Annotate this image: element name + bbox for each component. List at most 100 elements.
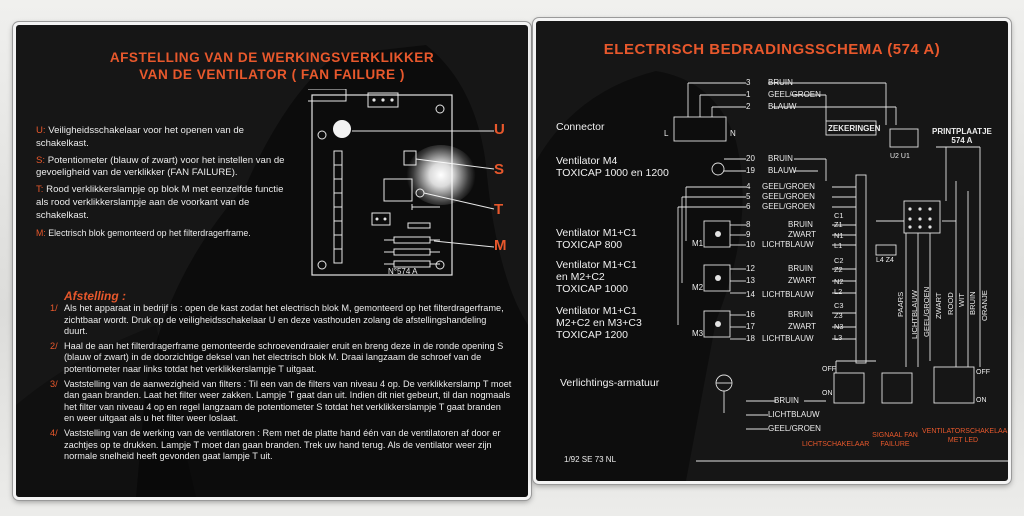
- motor-m3-label: M3: [692, 329, 704, 338]
- terminal-label: L3: [834, 333, 843, 342]
- flash-glare: [406, 145, 476, 205]
- switch-off-label: OFF: [822, 366, 836, 373]
- legend-item-t: T: Rood verklikkerslampje op blok M met …: [36, 184, 292, 222]
- legend-key: T:: [36, 184, 44, 196]
- lamp-wire-label: GEEL/GROEN: [768, 424, 821, 433]
- group-m1: Ventilator M1+C1 TOXICAP 800: [556, 227, 637, 251]
- lamp-wire-label: LICHTBLAUW: [768, 410, 820, 419]
- legend-text: Veiligheidsschakelaar voor het openen va…: [36, 125, 245, 149]
- legend-text: Electrisch blok gemonteerd op het filter…: [48, 227, 251, 238]
- step-number: 1/: [50, 303, 58, 313]
- connector-block: [673, 116, 727, 142]
- terminal-label: N2: [834, 277, 844, 286]
- wire-color: LICHTBLAUW: [762, 290, 814, 299]
- callout-m: M: [494, 237, 507, 254]
- wire-color: GEEL/GROEN: [762, 192, 815, 201]
- pcb-label-line1: PRINTPLAATJE: [932, 127, 992, 136]
- group-m2: Ventilator M1+C1 en M2+C2 TOXICAP 1000: [556, 259, 637, 295]
- wire-num: 8: [746, 220, 751, 229]
- fan-m2-symbol: [703, 264, 731, 292]
- group-name: Ventilator M1+C1: [556, 227, 637, 239]
- pcb-connector: [889, 128, 919, 148]
- u2u1-label: U2 U1: [890, 153, 910, 160]
- terminal-label: N3: [834, 322, 844, 331]
- wire-num: 9: [746, 230, 751, 239]
- wire-num: 10: [746, 240, 755, 249]
- wire-num: 20: [746, 154, 755, 163]
- group-sub2: TOXICAP 1200: [556, 329, 628, 341]
- wire-num: 14: [746, 290, 755, 299]
- legend-item-u: U: Veiligheidsschakelaar voor het openen…: [36, 125, 292, 151]
- wire-color: BRUIN: [788, 264, 813, 273]
- group-sub: TOXICAP 1000 en 1200: [556, 167, 669, 179]
- terminal-label: Z1: [834, 220, 843, 229]
- fan-failure-signal-label: SIGNAAL FAN FAILURE: [872, 432, 918, 448]
- footer-code: 1/92 SE 73 NL: [564, 455, 617, 464]
- wire-num: 2: [746, 102, 751, 111]
- fan-switch-symbol: [933, 366, 975, 404]
- group-sub: en M2+C2: [556, 271, 605, 283]
- wire-num: 6: [746, 202, 751, 211]
- terminal-label: C2: [834, 256, 844, 265]
- legend-list: U: Veiligheidsschakelaar voor het openen…: [36, 125, 292, 239]
- callout-u: U: [494, 121, 505, 138]
- wire-color: GEEL/GROEN: [762, 202, 815, 211]
- step-text: Haal de aan het filterdragerframe gemont…: [64, 340, 504, 374]
- terminal-label: L2: [834, 287, 843, 296]
- light-switch-symbol: [833, 372, 865, 404]
- wire-color: BRUIN: [788, 220, 813, 229]
- wire-num: 12: [746, 264, 755, 273]
- group-name: Ventilator M1+C1: [556, 305, 637, 317]
- wire-color: LICHTBLAUW: [762, 240, 814, 249]
- step-3: 3/Vaststelling van de aanwezigheid van f…: [50, 379, 512, 425]
- wire-num: 19: [746, 166, 755, 175]
- wire-color: ZWART: [788, 276, 816, 285]
- wire-color: ZWART: [788, 230, 816, 239]
- wire-color: BRUIN: [768, 154, 793, 163]
- step-1: 1/Als het apparaat in bedrijf is : open …: [50, 303, 512, 338]
- terminal-label: Z2: [834, 265, 843, 274]
- step-number: 2/: [50, 340, 58, 351]
- motor-m1-label: M1: [692, 239, 704, 248]
- step-number: 4/: [50, 427, 58, 438]
- callout-s: S: [494, 161, 505, 178]
- wire-num: 18: [746, 334, 755, 343]
- fan-m1-symbol: [703, 220, 731, 248]
- group-sub: TOXICAP 800: [556, 239, 623, 251]
- wire-color: BRUIN: [768, 78, 793, 87]
- vertical-wire-label: ORANJE: [980, 290, 989, 321]
- procedure-heading: Afstelling :: [64, 289, 126, 303]
- lamp-wire-label: BRUIN: [774, 396, 799, 405]
- pcb-label-line2: 574 A: [951, 136, 973, 145]
- safety-switch-u: [333, 120, 351, 138]
- group-sub2: TOXICAP 1000: [556, 283, 628, 295]
- pcb-block: [903, 200, 941, 234]
- step-4: 4/Vaststelling van de werking van de ven…: [50, 428, 512, 463]
- wiring-diagram-plate: ELECTRISCH BEDRADINGSSCHEMA (574 A) Conn…: [533, 18, 1011, 484]
- left-title: AFSTELLING VAN DE WERKINGSVERKLIKKER VAN…: [16, 49, 528, 83]
- callout-line-m: [433, 240, 495, 248]
- fan-switch-off-label: OFF: [976, 369, 990, 376]
- fan-switch-led-label: VENTILATORSCHAKELAAR MET LED: [922, 428, 1011, 444]
- resistor-array: [384, 222, 440, 268]
- vertical-wire-label: PAARS: [896, 291, 905, 317]
- wire-color: LICHTBLAUW: [762, 334, 814, 343]
- wire-color: GEEL/GROEN: [768, 90, 821, 99]
- legend-key: M:: [36, 227, 46, 238]
- step-text: Vaststelling van de werking van de venti…: [64, 427, 501, 462]
- legend-item-s: S: Potentiometer (blauw of zwart) voor h…: [36, 155, 292, 181]
- group-sub: M2+C2 en M3+C3: [556, 317, 642, 329]
- board-label: N°574 A: [388, 267, 418, 276]
- legend-text: Potentiometer (blauw of zwart) voor het …: [36, 154, 285, 179]
- fan-failure-signal-symbol: [881, 372, 913, 404]
- terminal-label: C3: [834, 301, 844, 310]
- pcb-label: PRINTPLAATJE 574 A: [932, 127, 992, 145]
- wire-num: 1: [746, 90, 751, 99]
- l4z4-label: L4 Z4: [876, 257, 894, 264]
- vertical-wire-label: BRUIN: [968, 291, 977, 315]
- left-title-line2: VAN DE VENTILATOR ( FAN FAILURE ): [139, 67, 405, 82]
- group-m3: Ventilator M1+C1 M2+C2 en M3+C3 TOXICAP …: [556, 305, 642, 341]
- legend-key: S:: [36, 154, 46, 166]
- vertical-wire-label: WIT: [957, 293, 966, 307]
